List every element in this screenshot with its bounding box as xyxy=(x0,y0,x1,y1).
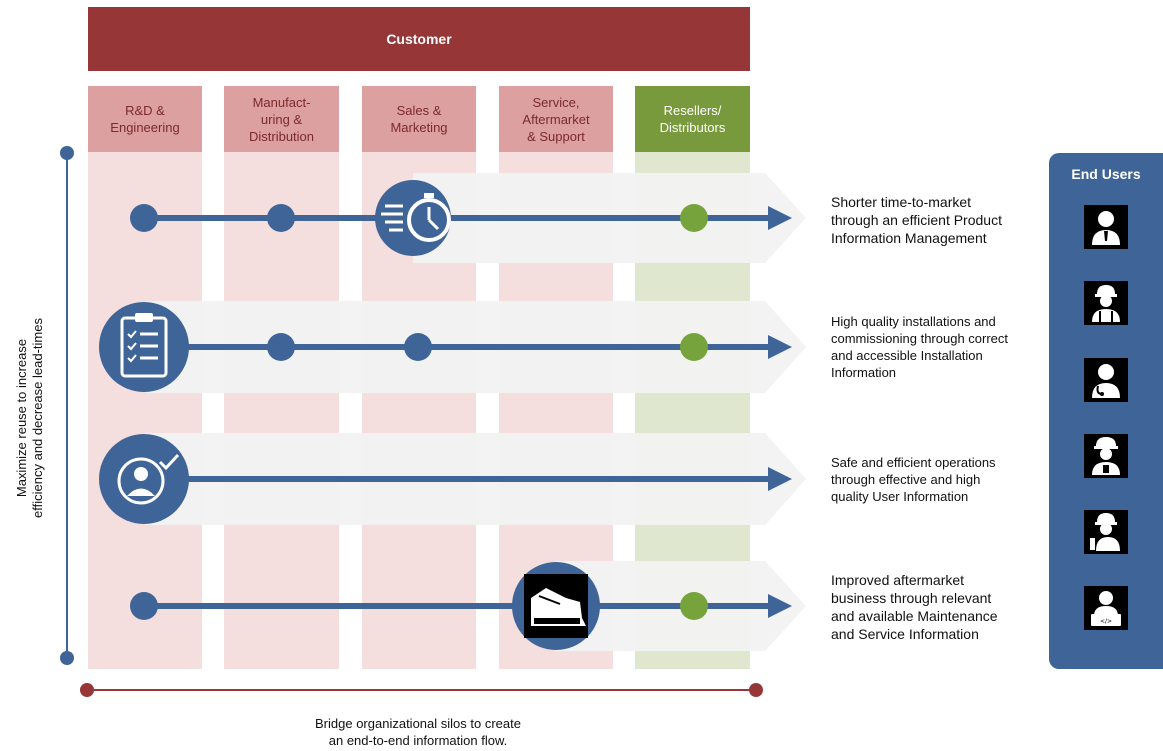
flow-node xyxy=(404,333,432,361)
mechanic-icon xyxy=(1084,510,1128,554)
flow-arrow-4 xyxy=(768,594,792,618)
column-header-resellers: Resellers/ Distributors xyxy=(635,86,750,152)
bottom-axis-label: Bridge organizational silos to create an… xyxy=(315,716,521,748)
flow-node xyxy=(267,333,295,361)
column-header-rnd: R&D & Engineering xyxy=(88,86,202,152)
flow-arrow-1 xyxy=(768,206,792,230)
bulldozer-icon xyxy=(512,562,600,650)
outcome-text-2: High quality installations and commissio… xyxy=(831,314,1009,380)
flow-node xyxy=(130,204,158,232)
customer-banner: Customer xyxy=(88,7,750,71)
flow-node xyxy=(267,204,295,232)
outcome-text-3: Safe and efficient operations through ef… xyxy=(831,455,996,504)
user-check-icon xyxy=(99,434,189,524)
column-body-rnd xyxy=(88,152,202,669)
column-body-manufacturing xyxy=(224,152,339,669)
bottom-axis-right-dot xyxy=(749,683,763,697)
end-users-title: End Users xyxy=(1071,166,1141,182)
column-header-manufacturing: Manufact- uring & Distribution xyxy=(224,86,339,152)
outcome-text-1: Shorter time-to-market through an effici… xyxy=(831,194,1002,246)
flow-arrow-3 xyxy=(768,467,792,491)
left-axis-top-dot xyxy=(60,146,74,160)
flow-arrow-2 xyxy=(768,335,792,359)
customer-label: Customer xyxy=(386,31,452,47)
outcome-text-4: Improved aftermarket business through re… xyxy=(831,572,998,642)
clipboard-checklist-icon xyxy=(99,302,189,392)
column-header-sales: Sales & Marketing xyxy=(362,86,476,152)
flow-node-green xyxy=(680,204,708,232)
worker-icon xyxy=(1084,434,1128,478)
technician-laptop-icon: </> xyxy=(1084,586,1128,630)
column-header-service: Service, Aftermarket & Support xyxy=(499,86,613,152)
left-axis-label: Maximize reuse to increase efficiency an… xyxy=(14,318,45,518)
svg-text:</>: </> xyxy=(1100,618,1112,625)
flow-node-green xyxy=(680,333,708,361)
left-axis-bottom-dot xyxy=(60,651,74,665)
stopwatch-icon xyxy=(375,180,451,256)
flow-node-green xyxy=(680,592,708,620)
manager-icon xyxy=(1084,205,1128,249)
engineer-icon xyxy=(1084,281,1128,325)
doctor-icon xyxy=(1084,358,1128,402)
flow-node xyxy=(130,592,158,620)
bottom-axis-left-dot xyxy=(80,683,94,697)
